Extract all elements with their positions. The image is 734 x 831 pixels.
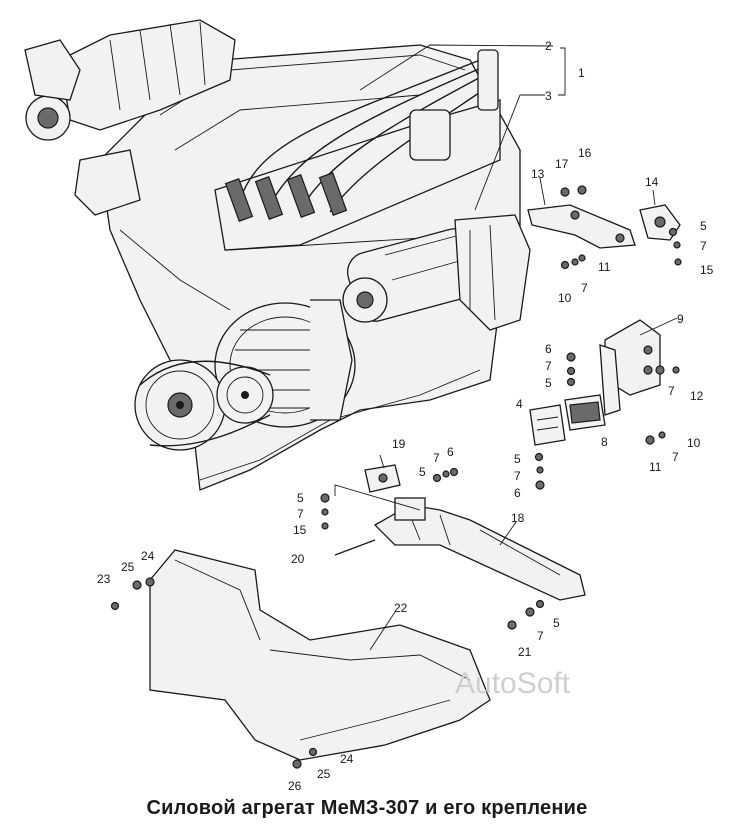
callout-label: 23 [97,572,111,586]
callout-label: 25 [121,560,135,574]
callout-label: 7 [581,281,588,295]
callout-label: 7 [297,507,304,521]
callout-label: 17 [555,157,569,171]
callout-label: 10 [558,291,572,305]
mount-19 [364,464,401,493]
callout-label: 21 [518,645,532,659]
callout-label: 7 [537,629,544,643]
callout-label: 7 [514,469,521,483]
callout-label: 5 [553,616,560,630]
callout-label: 9 [677,312,684,326]
drive-belt [139,360,271,447]
callout-label: 7 [668,384,675,398]
mount-8 [564,394,606,431]
diagram-caption: Силовой агрегат МеМЗ-307 и его крепление [146,797,588,819]
callout-label: 7 [433,451,440,465]
callout-label: 15 [700,263,714,277]
crankshaft-pulley [134,359,226,451]
valve-cover [214,49,501,251]
callout-label: 6 [545,342,552,356]
callout-label: 5 [419,465,426,479]
mount-4 [529,404,566,446]
alternator-pulley [216,366,274,424]
crossmember-18 [373,497,586,601]
callout-label: 24 [340,752,354,766]
callout-label: 14 [645,175,659,189]
callout-label: 1 [578,66,585,80]
intake-manifold [24,19,236,216]
callout-label: 16 [578,146,592,160]
callout-label: 26 [288,779,302,790]
callout-label: 5 [297,491,304,505]
fasteners [110,185,682,769]
bracket-9 [599,319,661,416]
callout-label: 7 [672,450,679,464]
callout-label: 5 [514,452,521,466]
shield-22 [149,549,491,761]
callout-label: 5 [700,219,707,233]
callout-label: 3 [545,89,552,103]
engine-assembly-diagram: 2 1 3 13 17 16 14 5 7 15 11 7 10 9 6 7 5… [24,19,714,790]
callout-label: 6 [514,486,521,500]
bracket-13 [527,204,636,249]
watermark: AutoSoft [455,667,571,700]
starter-motor [342,228,483,323]
bolt-20 [334,539,376,556]
callout-label: 24 [141,549,155,563]
callout-label: 20 [291,552,305,566]
callout-label: 4 [516,397,523,411]
callout-label: 15 [293,523,307,537]
callout-label: 25 [317,767,331,781]
leader-lines [334,44,678,651]
callout-label: 2 [545,39,552,53]
callout-label: 22 [394,601,408,615]
callout-label: 7 [700,239,707,253]
callout-label: 10 [687,436,701,450]
callout-label: 11 [649,460,662,474]
callout-label: 8 [601,435,608,449]
callout-label: 19 [392,437,406,451]
callout-label: 5 [545,376,552,390]
callout-label: 12 [690,389,704,403]
callout-label: 18 [511,511,525,525]
callout-label: 11 [598,260,611,274]
callout-label: 6 [447,445,454,459]
callout-label: 7 [545,359,552,373]
callout-label: 13 [531,167,545,181]
gearbox-housing [454,214,531,331]
